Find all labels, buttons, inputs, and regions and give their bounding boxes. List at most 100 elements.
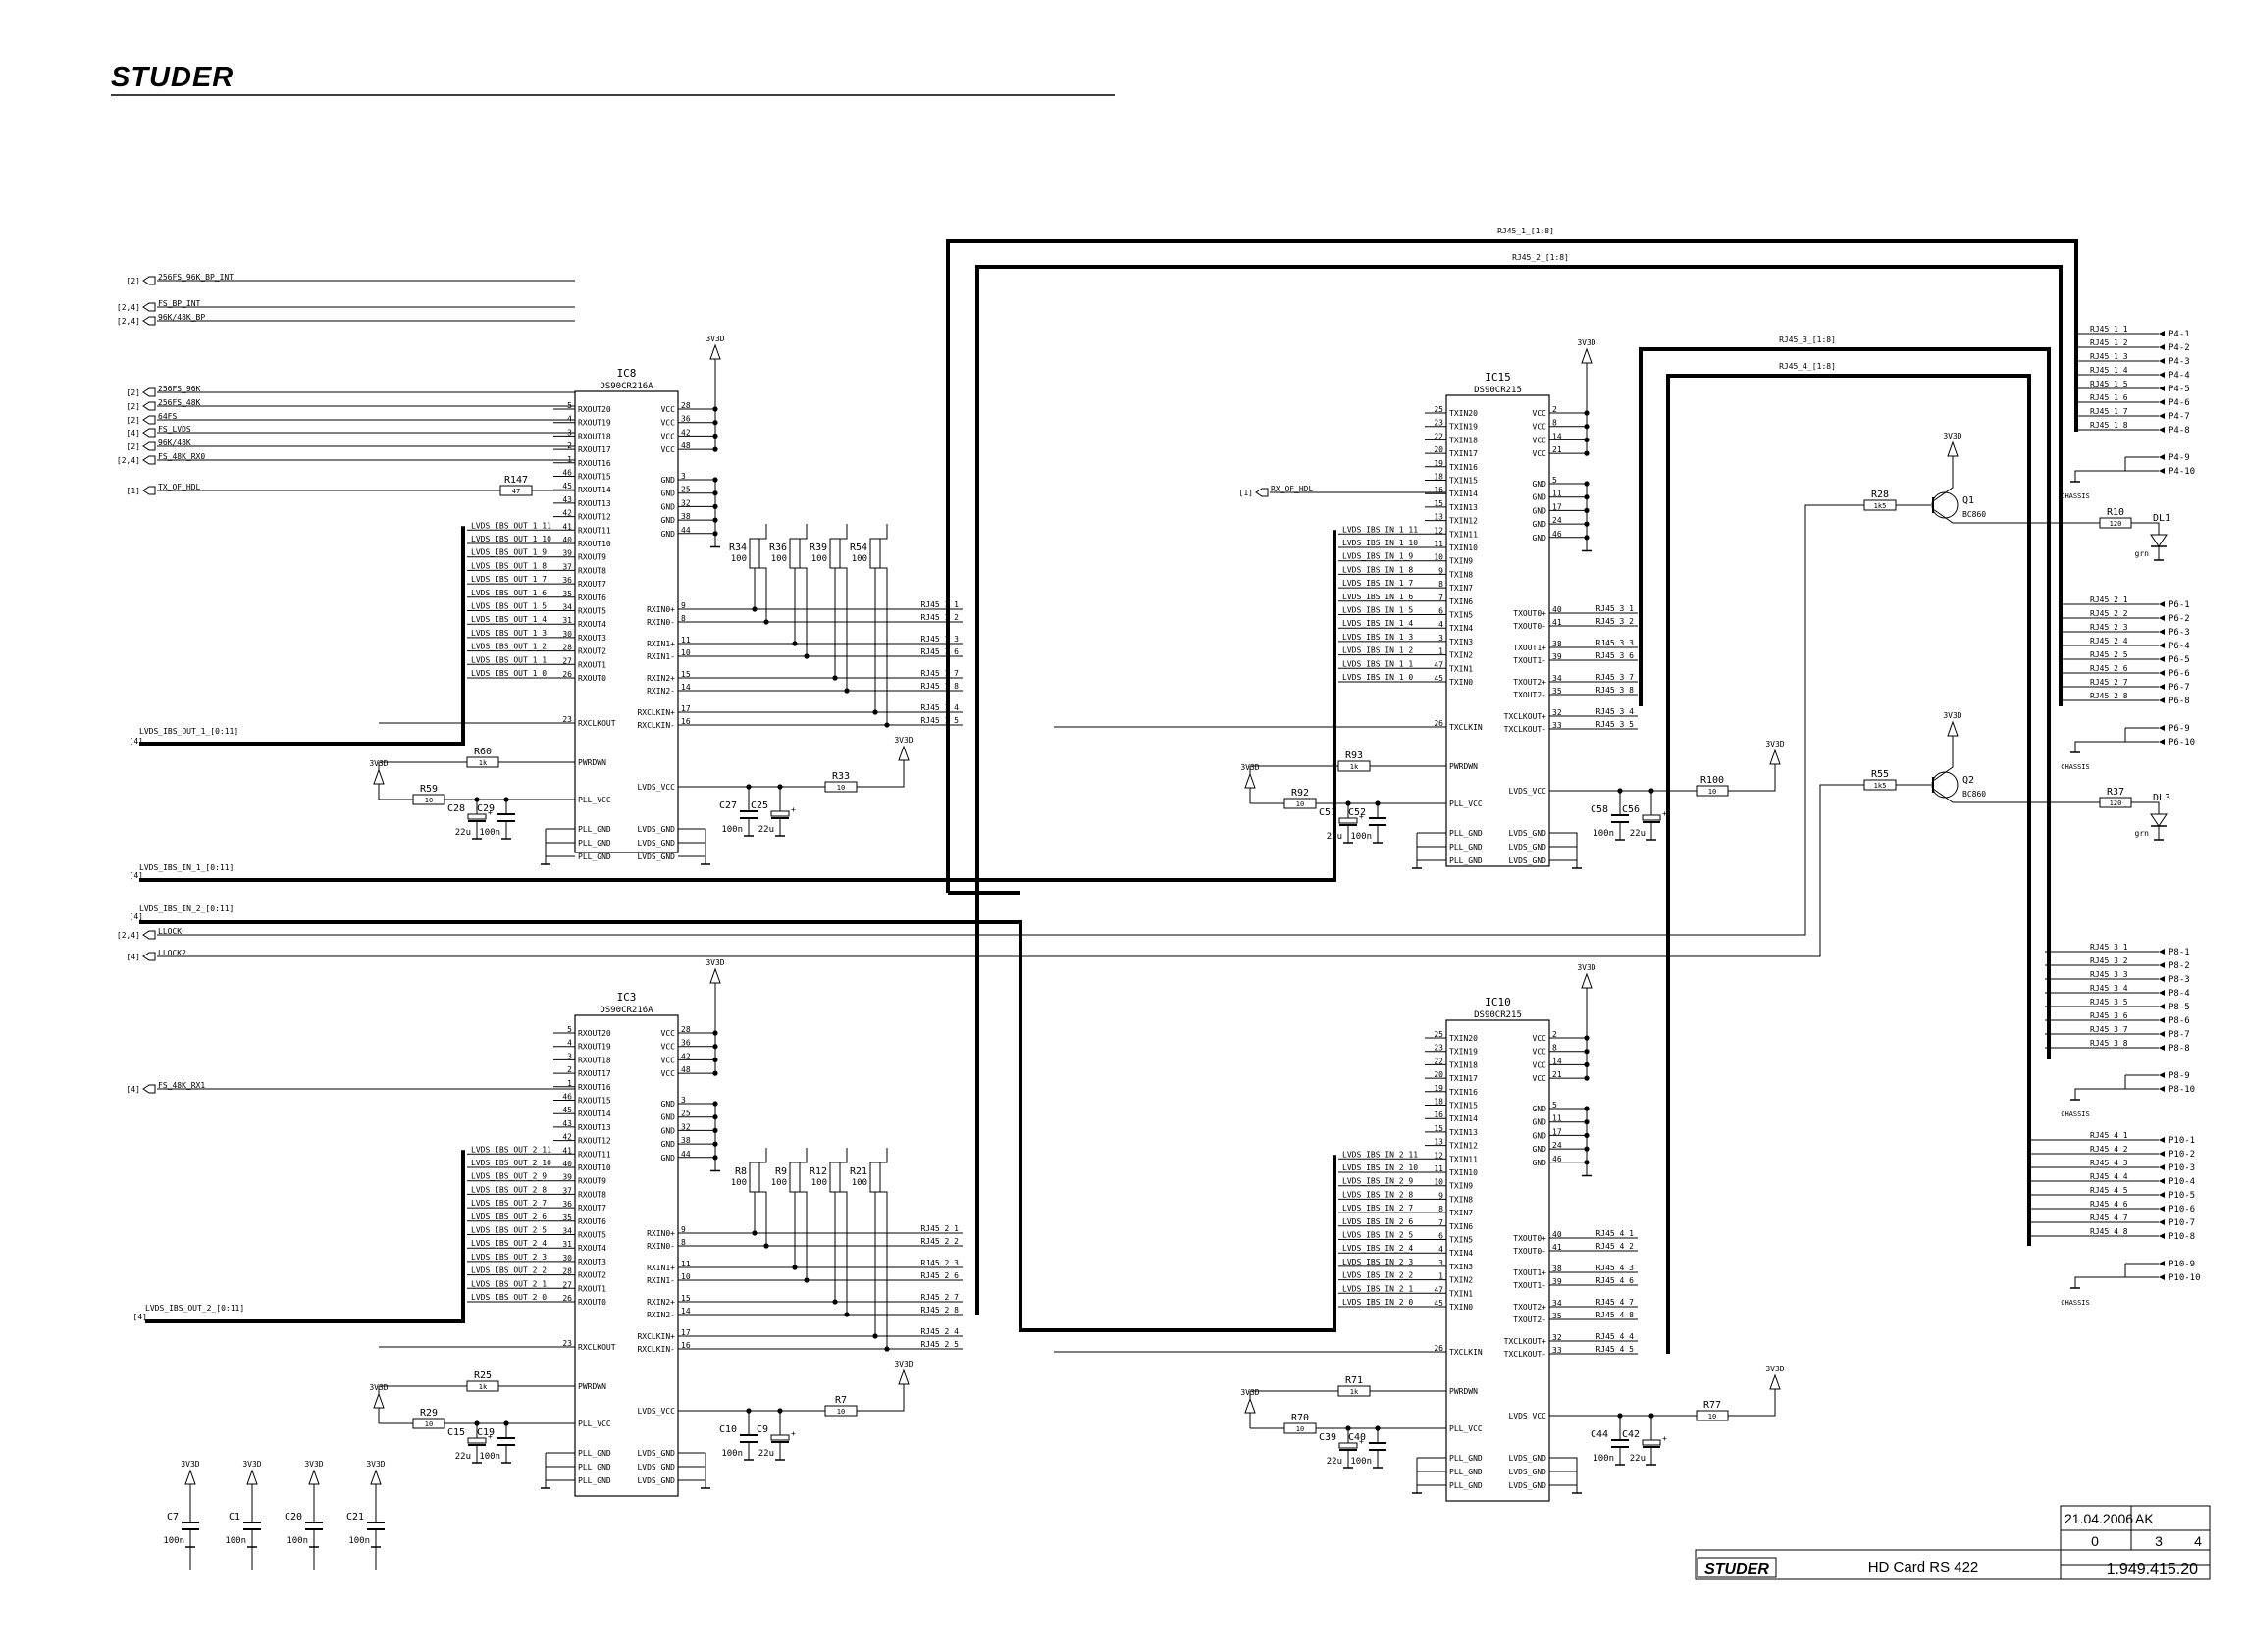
connector-pin (2159, 1137, 2165, 1143)
pin-name: RXOUT5 (578, 1231, 606, 1240)
bus-ref: [4] (130, 737, 143, 746)
junction-dot (712, 420, 718, 426)
pin-no: 42 (562, 509, 572, 518)
pin-no: 47 (1434, 1285, 1443, 1294)
pin-name: TXIN20 (1449, 1034, 1478, 1043)
bus-signal: LVDS_IBS_IN_1_0 (1342, 673, 1413, 682)
pin-no: 46 (562, 1093, 572, 1102)
rj-signal: RJ45_2_6 (920, 1271, 959, 1280)
port-name: 96K/48K (158, 439, 191, 447)
pin-no: 24 (1552, 1141, 1562, 1150)
rj-signal: RJ45_2_5 (920, 1340, 959, 1349)
chassis-label: CHASSIS (2061, 763, 2090, 771)
bus-signal: LVDS_IBS_IN_1_7 (1342, 579, 1413, 588)
connector-pin-label: P4-10 (2169, 467, 2195, 477)
junction-dot (1584, 481, 1590, 487)
connector-pin-label: P6-4 (2169, 642, 2190, 651)
connector-pin-label: P10-2 (2169, 1150, 2195, 1160)
junction-dot (474, 1420, 480, 1426)
resistor-value: 100 (811, 1178, 827, 1188)
capacitor-polarized (770, 1434, 790, 1441)
pin-no: 22 (1434, 432, 1443, 440)
resistor-value: 1k (479, 759, 488, 767)
pin-name: RXOUT10 (578, 540, 611, 548)
connector-pin-label: P10-1 (2169, 1136, 2195, 1146)
rj-signal: RJ45_4_8 (1595, 1311, 1634, 1319)
connector-pin (2159, 1031, 2165, 1037)
pin-name: VCC (661, 405, 676, 414)
junction-dot (1617, 788, 1623, 794)
pin-no: 45 (562, 482, 572, 490)
connector-pin-label: P6-10 (2169, 738, 2195, 748)
bus-signal: LVDS_IBS_OUT_2_10 (471, 1159, 551, 1167)
connector-pin (2159, 344, 2165, 350)
pin-no: 25 (1434, 1030, 1443, 1039)
pin-name: TXIN3 (1449, 638, 1473, 646)
rj-signal: RJ45_3_3 (1595, 639, 1634, 647)
pin-no: 38 (681, 512, 691, 521)
port-flag (142, 302, 156, 312)
pin-no: 34 (562, 603, 572, 612)
connector-pin (2159, 1004, 2165, 1009)
capacitor-polarized (467, 813, 487, 820)
pin-name: GND (661, 1140, 676, 1149)
pin-name: LVDS_GND (1508, 1481, 1546, 1490)
junction-dot (1584, 494, 1590, 500)
chassis-wire (2074, 457, 2126, 482)
collector (1932, 788, 2100, 803)
resistor (1863, 779, 1897, 791)
supply-label: 3V3D (705, 335, 724, 343)
connector-pin-label: P4-9 (2169, 453, 2190, 463)
pin-name: RXCLKIN- (637, 1345, 675, 1354)
junction-dot (1345, 800, 1351, 806)
capacitor-ref: C42 (1622, 1429, 1640, 1440)
pin-name: PWRDWN (578, 758, 606, 767)
cap-plus: + (791, 1429, 796, 1438)
supply-arrow (1769, 1373, 1781, 1390)
supply-arrow (1581, 347, 1593, 364)
resistor (2099, 517, 2132, 529)
port-flag (142, 401, 156, 411)
junction-dot (777, 1408, 783, 1414)
capacitor-ref: C7 (167, 1512, 179, 1523)
port-name: 256FS_96K (158, 385, 201, 393)
pin-no: 23 (1434, 419, 1443, 428)
bus-ref: [4] (130, 871, 143, 880)
pin-no: 42 (681, 1052, 691, 1060)
junction-dot (1375, 1425, 1381, 1431)
port-flag (142, 441, 156, 451)
pin-no: 41 (1552, 618, 1562, 627)
port-name: TX_OF_HDL (158, 483, 201, 491)
resistor-value: 10 (1296, 800, 1304, 808)
ic-body (1445, 1019, 1550, 1502)
pin-name: VCC (1533, 1048, 1547, 1057)
rj-signal: RJ45_1_8 (920, 682, 959, 691)
pin-name: PLL_GND (1449, 1481, 1483, 1490)
junction-dot (1584, 450, 1590, 456)
pin-name: RXOUT3 (578, 1258, 606, 1266)
pin-name: RXOUT7 (578, 580, 606, 589)
rj-signal: RJ45_4_5 (1595, 1345, 1634, 1354)
junction-dot (712, 1114, 718, 1120)
cap-plus: + (1359, 1437, 1364, 1446)
pin-no: 5 (1552, 476, 1557, 485)
port-flag (142, 952, 156, 961)
pin-no: 36 (681, 1039, 691, 1048)
pin-name: TXIN20 (1449, 409, 1478, 418)
pin-no: 14 (681, 683, 691, 692)
pin-no: 43 (562, 495, 572, 504)
pin-name: TXIN8 (1449, 1195, 1473, 1204)
pin-no: 17 (1552, 1127, 1562, 1136)
pin-name: PLL_VCC (1449, 1424, 1483, 1433)
lvds-vcc-wire (678, 1384, 905, 1412)
port-ref: [2] (127, 442, 140, 451)
resistor-value: 100 (731, 554, 747, 564)
pin-name: RXOUT2 (578, 1271, 606, 1280)
connector-pin (2159, 372, 2165, 378)
junction-dot (844, 688, 850, 694)
pin-name: TXIN18 (1449, 1060, 1478, 1069)
resistor-ref: R60 (474, 747, 492, 757)
resistor-ref: R34 (729, 542, 747, 553)
rj-signal: RJ45_3_4 (2090, 984, 2128, 993)
port-flag (142, 428, 156, 438)
